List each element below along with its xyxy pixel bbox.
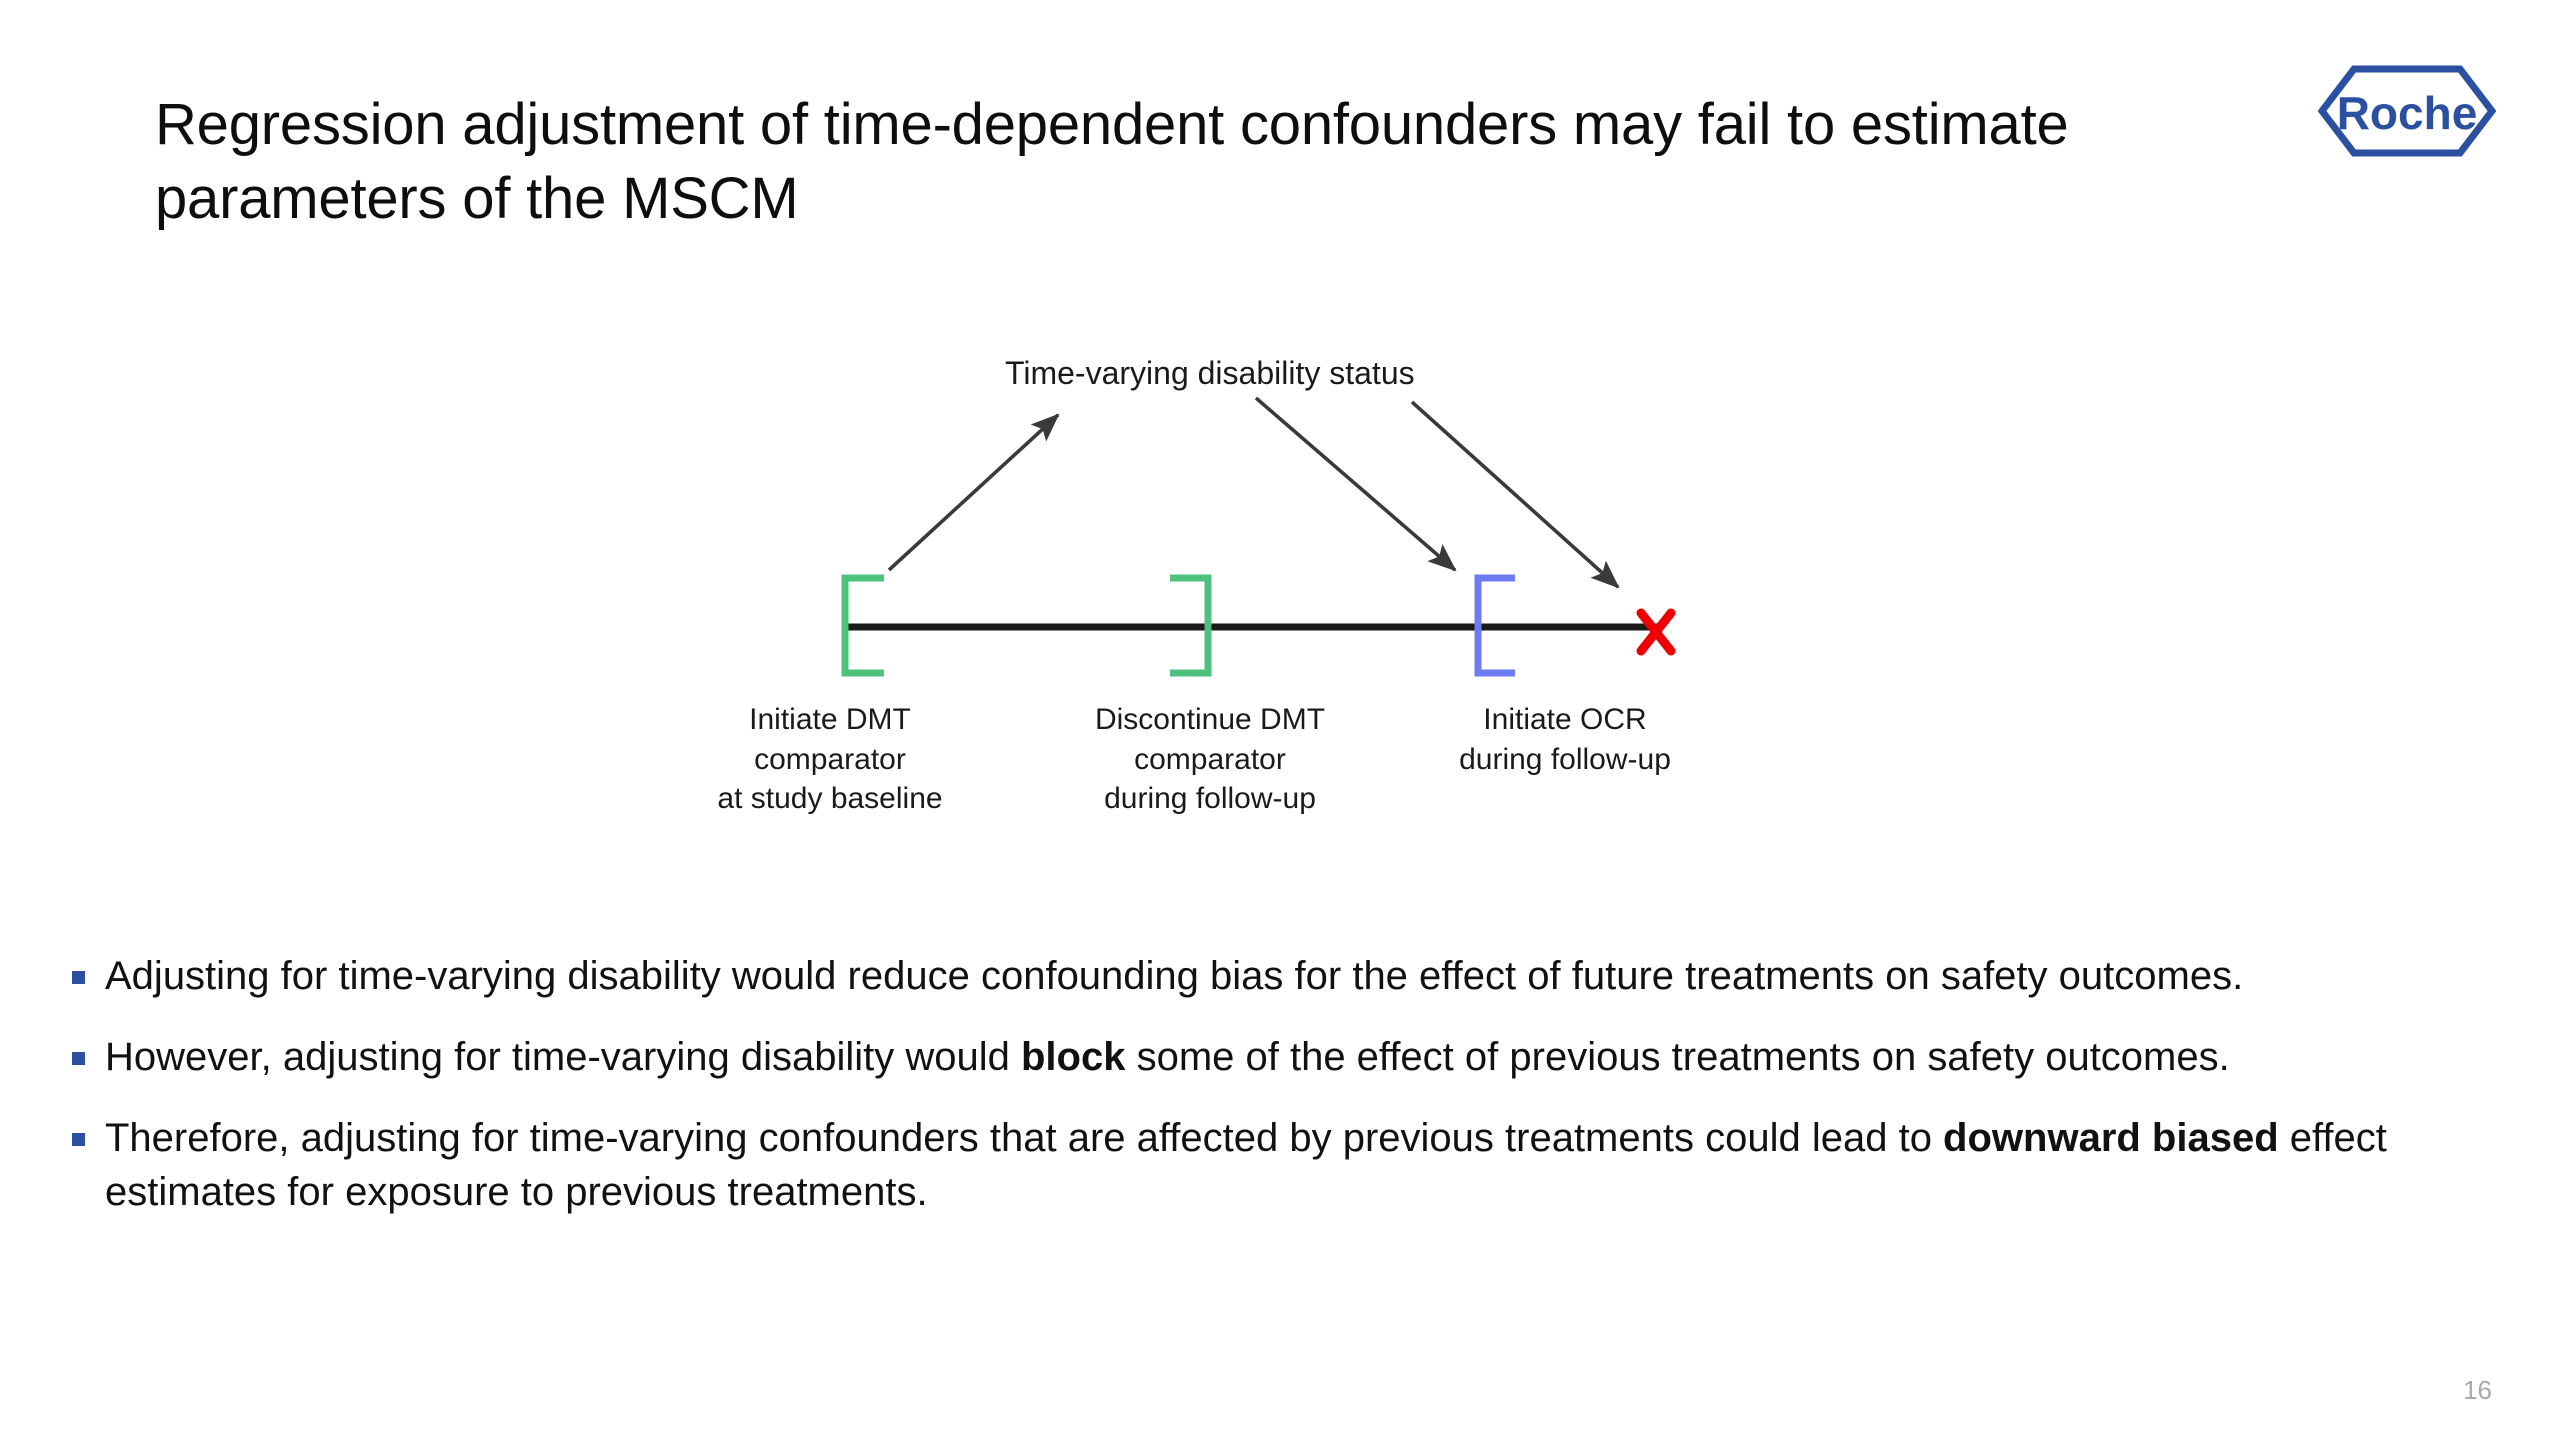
bullet-span: Adjusting for time-varying disability wo…: [105, 954, 2244, 998]
caption-line: Initiate DMT: [749, 703, 911, 736]
caption-line: at study baseline: [717, 782, 943, 816]
bullet-marker-icon: [72, 971, 85, 984]
caption-discontinue-dmt: Discontinue DMT comparator during follow…: [1030, 700, 1390, 819]
time-varying-disability-status-label: Time-varying disability status: [1005, 355, 1415, 391]
bullet-text: However, adjusting for time-varying disa…: [105, 1031, 2492, 1084]
arrow-from-disability-status-to-ocr: [1254, 396, 1457, 572]
caption-line: comparator: [1134, 742, 1286, 776]
caption-line: Discontinue DMT: [1094, 703, 1326, 736]
arrow-from-disability-status-to-outcome: [1410, 400, 1620, 589]
bracket-initiate-dmt: [841, 574, 884, 677]
caption-line: during follow-up: [1459, 742, 1671, 776]
bullet-text: Therefore, adjusting for time-varying co…: [105, 1112, 2492, 1218]
roche-logo-text: Roche: [2337, 87, 2478, 139]
caption-line: during follow-up: [1104, 782, 1316, 816]
bullet-emphasis: downward biased: [1943, 1116, 2279, 1161]
bracket-initiate-ocr: [1474, 574, 1515, 677]
outcome-x-marker: [1636, 608, 1676, 656]
bullet-span: effect estimates for exposure to previou…: [105, 1116, 2387, 1214]
bracket-discontinue-dmt: [1170, 574, 1212, 677]
caption-initiate-ocr: Initiate OCR during follow-up: [1395, 700, 1735, 779]
caption-initiate-dmt: Initiate DMT comparator at study baselin…: [660, 700, 1000, 819]
page-title: Regression adjustment of time-dependent …: [155, 92, 2069, 232]
arrow-to-disability-status: [887, 413, 1060, 572]
bullet-item: Adjusting for time-varying disability wo…: [72, 950, 2492, 1003]
roche-logo: Roche: [2317, 62, 2497, 160]
bullet-list: Adjusting for time-varying disability wo…: [72, 950, 2492, 1247]
bullet-emphasis: block: [1020, 1035, 1126, 1080]
bullet-span: However, adjusting for time-varying disa…: [105, 1035, 1021, 1080]
caption-line: comparator: [754, 742, 906, 776]
bullet-marker-icon: [72, 1052, 85, 1066]
bullet-item: However, adjusting for time-varying disa…: [72, 1031, 2492, 1084]
bullet-item: Therefore, adjusting for time-varying co…: [72, 1112, 2492, 1218]
bullet-span: Therefore, adjusting for time-varying co…: [105, 1116, 1944, 1161]
caption-line: Initiate OCR: [1483, 703, 1647, 736]
page-number: 16: [2463, 1375, 2492, 1405]
bullet-marker-icon: [72, 1133, 85, 1147]
bullet-span: some of the effect of previous treatment…: [1125, 1035, 2230, 1080]
roche-logo-icon: Roche: [2317, 65, 2497, 157]
bullet-text: Adjusting for time-varying disability wo…: [105, 950, 2492, 1003]
